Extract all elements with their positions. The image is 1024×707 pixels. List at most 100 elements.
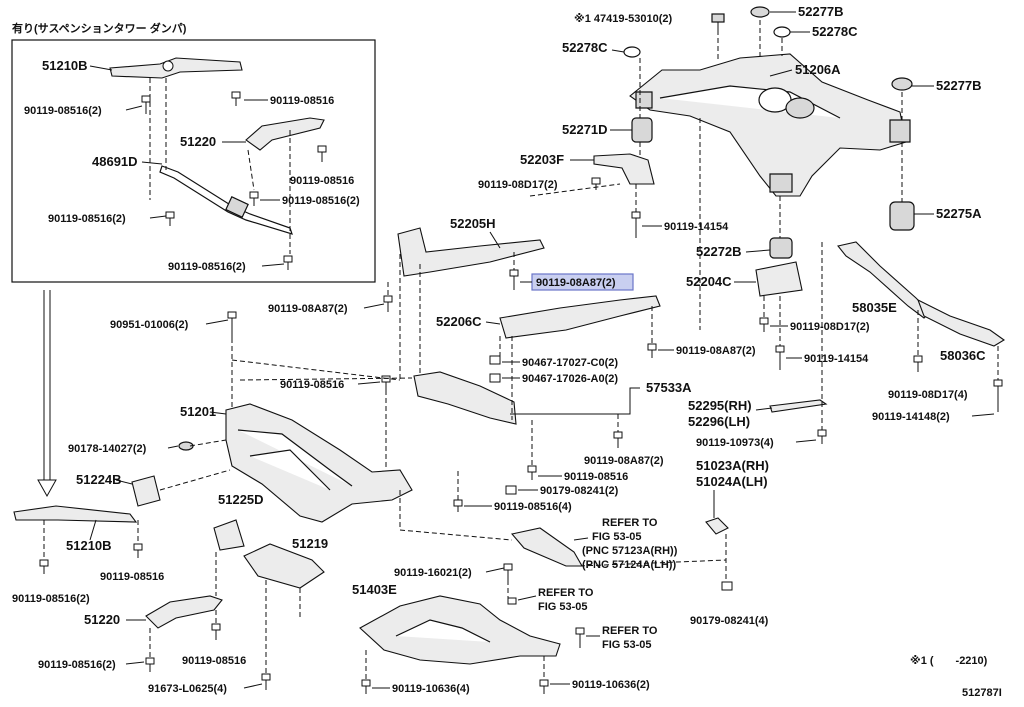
leader [769,69,793,77]
nut-icon [505,485,517,495]
subframe-boss [785,97,815,119]
bolt-icon [133,543,143,558]
inset-bolt-icon [283,255,293,270]
label-52272b: 52272B [696,244,742,259]
bolt-icon [383,295,393,312]
label-52277b-top: 52277B [798,4,844,19]
label-51220-bottom: 51220 [84,612,120,627]
assembly-guides [43,20,999,680]
label-52296: 52296(LH) [688,414,750,429]
label-52271d: 52271D [562,122,608,137]
label-52206c: 52206C [436,314,482,329]
subframe-51201-edge [249,449,331,491]
bolt-icon [647,343,657,358]
clip-icon [489,373,501,383]
label-52278c-left: 52278C [562,40,608,55]
label-note-47419: ※1 47419-53010(2) [574,13,672,25]
bolt-icon [361,679,371,694]
leader [611,49,625,53]
inset-bracket-51220-shape [245,117,325,151]
label-58036c: 58036C [940,348,986,363]
subframe-mount-left [635,91,653,109]
bolt-icon [211,623,221,640]
label-90119-08d17-2a: 90119-08D17(2) [478,179,558,191]
down-arrow-icon [37,290,57,498]
long-bolt-icon [575,627,585,648]
label-90119-08a87-2a: 90119-08A87(2) [268,303,348,315]
bolt-icon [261,673,271,690]
leader [125,661,145,665]
bushing-52277b-right [891,77,913,91]
refer3-line1: REFER TO [602,625,658,637]
note-2210: ※1 ( -2210) [910,655,988,667]
collar-52278c-left [623,46,641,58]
label-51219: 51219 [292,536,328,551]
arm-bracket-57123a [510,527,583,567]
label-58035e: 58035E [852,300,897,315]
skid-plate-rib [395,619,491,643]
bolt-icon [913,355,923,372]
bolt-icon [817,429,827,444]
label-51023a: 51023A(RH) [696,458,769,473]
bolt-icon [539,679,549,694]
inset-bracket-51210b-shape [109,57,243,79]
nut-icon [721,581,733,591]
leader [573,537,589,541]
bracket-52204c [755,261,803,297]
bushing-52272b [769,237,793,259]
subframe-51206a [629,53,911,197]
inset-leader [261,263,285,267]
inset-leader [125,105,143,111]
label-90119-08516f: 90119-08516 [182,655,246,667]
leader [517,595,537,601]
leader [115,479,133,485]
label-90467-17027: 90467-17027-C0(2) [522,357,618,369]
label-90119-08516-4: 90119-08516(4) [494,501,572,513]
subframe-body-shape [629,53,907,197]
inset-frame [11,39,376,283]
label-90119-08516e: 90119-08516 [100,571,164,583]
label-52203f: 52203F [520,152,564,167]
bushing-52271d [631,117,653,143]
label-90119-08d17-2b: 90119-08D17(2) [790,321,870,333]
bolt-icon [227,311,237,338]
label-90119-16021-2: 90119-16021(2) [394,567,472,579]
label-90119-14148-2: 90119-14148(2) [872,411,950,423]
bracket-51225d [213,519,245,551]
figure-id: 512787I [962,687,1002,699]
label-90119-10636-2: 90119-10636(2) [572,679,650,691]
leader [971,413,995,417]
inset-leader [89,65,113,71]
brace-57533a [413,371,517,425]
bracket-51220-bottom [145,595,223,629]
label-52295: 52295(RH) [688,398,752,413]
inset-label-90119-08516-2c: 90119-08516(2) [48,213,126,225]
leader [485,567,505,573]
label-51201: 51201 [180,404,216,419]
leader [745,249,771,253]
label-51206a: 51206A [795,62,841,77]
label-90119-08a87-2-highlight[interactable]: 90119-08A87(2) [536,277,616,289]
inset-caption: 有り(サスペンションタワー ダンパ) [12,21,187,35]
label-90178-14027-2: 90178-14027(2) [68,443,147,455]
label-57533a: 57533A [646,380,692,395]
label-90119-08516-2f: 90119-08516(2) [38,659,116,671]
inset-leader [149,215,167,219]
leader [795,439,817,443]
leader [89,519,97,541]
label-90179-08241-2: 90179-08241(2) [540,485,619,497]
subframe-mount-right [889,119,911,143]
refer1-line4: (PNC 57124A(LH)) [582,559,676,571]
bracket-51023a [705,517,729,535]
washer-47419-icon [711,13,725,30]
refer1-line1: REFER TO [602,517,658,529]
bracket-51210b-bottom [13,505,138,523]
inset-label-90119-08516-2b: 90119-08516(2) [282,195,360,207]
bolt-icon [503,563,513,580]
label-51024a: 51024A(LH) [696,474,768,489]
label-90119-08a87-2c: 90119-08A87(2) [584,455,664,467]
label-90951-01006-2: 90951-01006(2) [110,319,189,331]
cover-51219 [243,543,325,589]
label-90119-10636-4: 90119-10636(4) [392,683,470,695]
bracket-51224b [131,475,161,507]
